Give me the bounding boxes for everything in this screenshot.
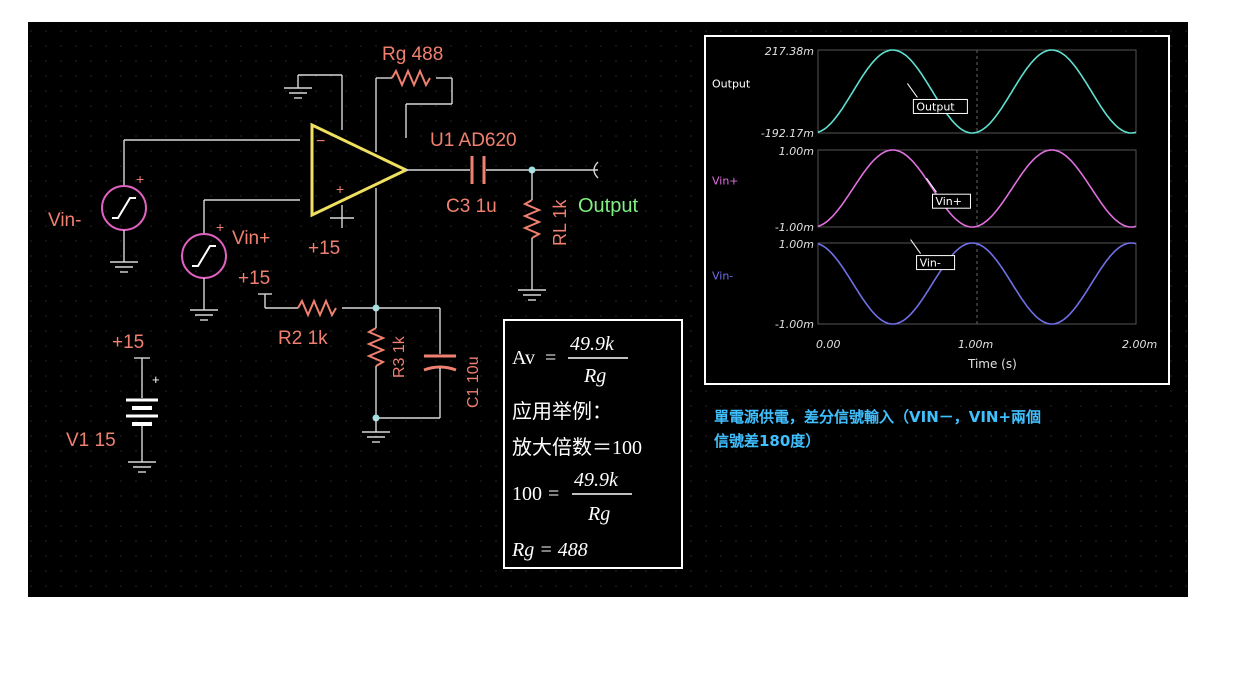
legend-label-0: Output: [916, 100, 955, 113]
rg-label: Rg 488: [382, 44, 443, 65]
legend-box-1: [931, 193, 971, 209]
v1-label: V1 15: [66, 430, 116, 451]
av-denominator: Rg: [583, 365, 606, 387]
legend-box-0: [912, 98, 968, 114]
note-line-2: 信號差180度）: [714, 432, 820, 450]
step-icon-vin-minus: [112, 197, 136, 219]
eq2-lhs: 100: [512, 483, 542, 505]
example-title: 应用举例：: [512, 400, 612, 423]
y-tick-top-1: 1.00m: [779, 145, 814, 158]
rl-resistor[interactable]: [522, 199, 542, 239]
rg-resistor[interactable]: [391, 68, 431, 88]
x-tick-0: 0.00: [816, 338, 841, 351]
series-line-Vin+: [817, 149, 1137, 228]
av-numerator: 49.9k: [570, 333, 615, 355]
y-tick-top-0: 217.38m: [765, 45, 814, 58]
y-tick-top-2: 1.00m: [779, 238, 814, 251]
legend-label-2: Vin-: [920, 257, 941, 270]
schematic: Rg 488 − + +15 U1 AD620 + Vin- + Vin+: [48, 44, 638, 473]
av-eq: =: [545, 347, 556, 369]
eq2-eq: =: [548, 483, 559, 505]
battery-plus: +: [152, 372, 160, 387]
series-line-Vin-: [817, 242, 1137, 325]
c1-label: C1 10u: [465, 356, 482, 408]
opamp-u1[interactable]: [310, 122, 410, 218]
output-port-icon: [593, 161, 599, 179]
step-icon-vin-plus: [192, 245, 216, 267]
x-tick-1: 1.00m: [958, 338, 993, 351]
r3-label: R3 1k: [391, 335, 408, 378]
vin-minus-label: Vin-: [48, 210, 81, 231]
x-tick-2: 2.00m: [1122, 338, 1157, 351]
legend-box-2: [916, 255, 956, 271]
waveform-chart: 217.38m-192.17mOutputOutput1.00m-1.00mVi…: [704, 35, 1170, 385]
y-tick-bottom-2: -1.00m: [775, 318, 814, 331]
opamp-minus-sign: −: [316, 133, 325, 150]
opamp-supply-label: +15: [308, 238, 340, 259]
series-name-0: Output: [712, 77, 751, 90]
av-lhs: Av: [512, 347, 535, 369]
legend-pointer-0: [906, 83, 918, 98]
rl-label: RL 1k: [550, 199, 570, 246]
vin-plus-label: Vin+: [232, 228, 270, 249]
legend-label-1: Vin+: [935, 195, 962, 208]
eq2-numerator: 49.9k: [574, 469, 619, 491]
formula-frame: [503, 319, 683, 569]
legend-pointer-1: [926, 177, 937, 193]
c1-capacitor-plate-b: [423, 365, 457, 372]
vin-plus-plus: +: [216, 219, 224, 235]
series-line-Output: [817, 49, 1137, 134]
v1-supply-label: +15: [112, 332, 144, 353]
result-line: Rg = 488: [511, 539, 588, 561]
legend-pointer-2: [910, 239, 921, 254]
opamp-plus-sign: +: [336, 181, 344, 197]
r3-resistor[interactable]: [366, 327, 386, 367]
x-axis-label: Time (s): [967, 357, 1017, 371]
r2-resistor[interactable]: [297, 298, 337, 318]
series-name-2: Vin-: [712, 269, 733, 282]
r2-label: R2 1k: [278, 328, 328, 349]
c3-label: C3 1u: [446, 196, 497, 217]
ground-symbol-top: [284, 74, 343, 130]
eq2-denominator: Rg: [587, 503, 610, 525]
y-tick-bottom-1: -1.00m: [775, 221, 814, 234]
vin-minus-plus: +: [136, 171, 144, 187]
formula-box: Av = 49.9k Rg 应用举例： 放大倍数＝100 100 = 49.9k…: [503, 319, 683, 569]
note-line-1: 單電源供電，差分信號輸入（VIN－，VIN+兩個: [714, 408, 1041, 426]
gain-line: 放大倍数＝100: [512, 436, 642, 459]
chart-frame: [704, 35, 1170, 385]
output-label: Output: [578, 195, 638, 217]
series-name-1: Vin+: [712, 175, 739, 188]
r2-supply-label: +15: [238, 268, 270, 289]
u1-label: U1 AD620: [430, 130, 517, 151]
y-tick-bottom-0: -192.17m: [761, 127, 814, 140]
